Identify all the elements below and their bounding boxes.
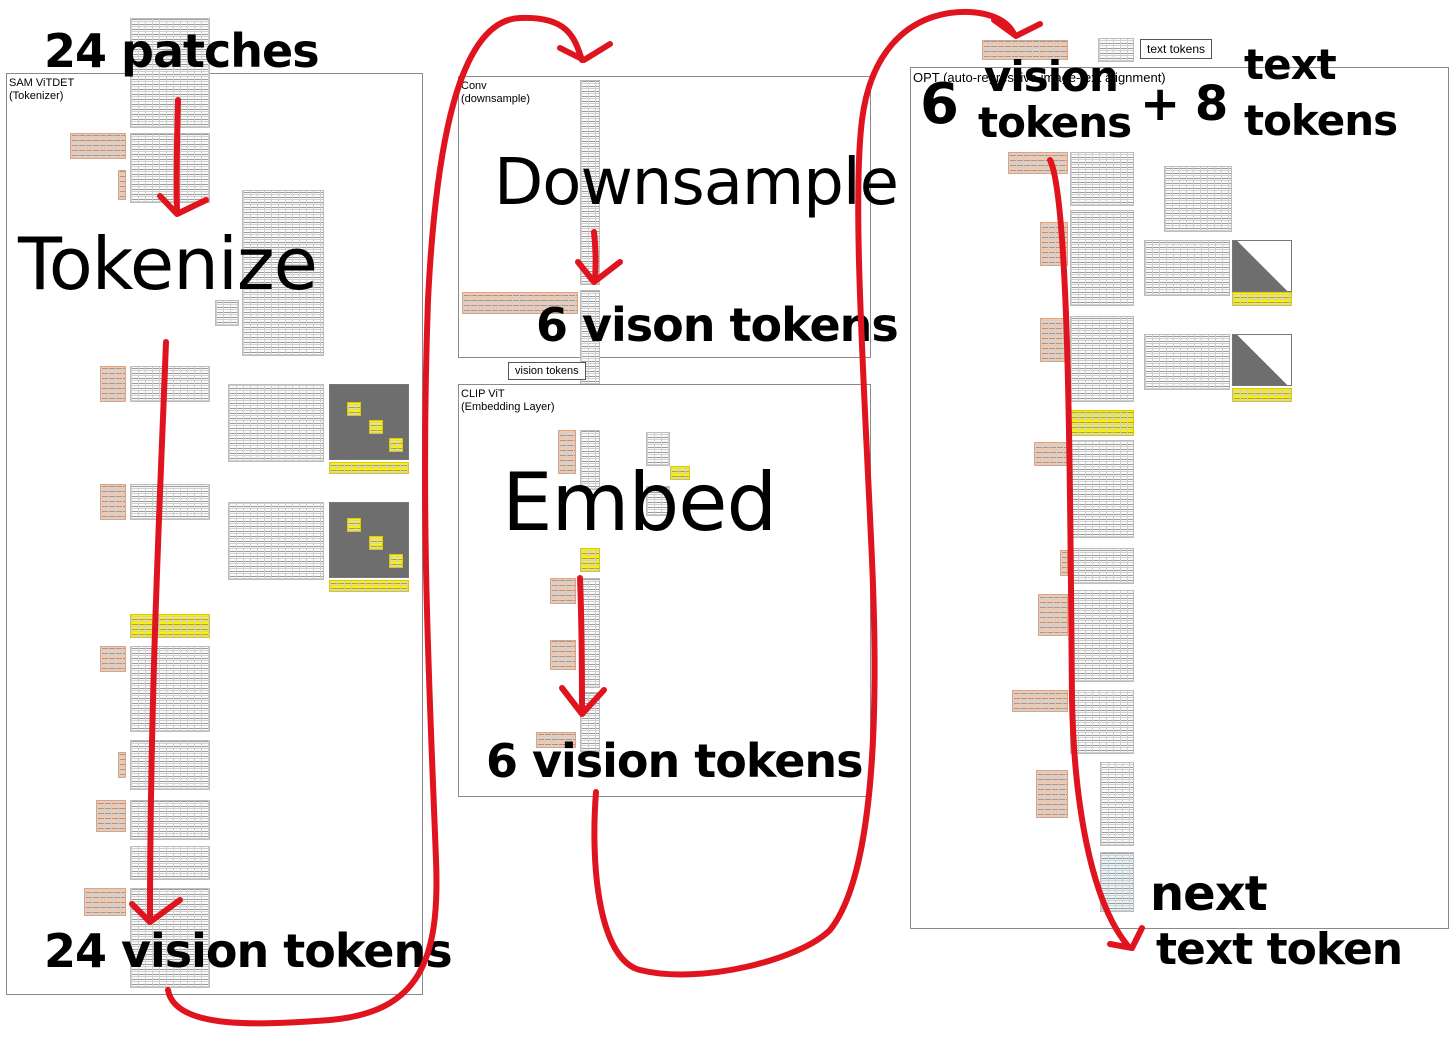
sam-mask-diag-2a (347, 518, 361, 532)
annotation-text-tokens: tokens (1244, 96, 1397, 145)
opt-causal-mask-2 (1232, 334, 1292, 386)
opt-mask-output-1 (1232, 292, 1292, 306)
sam-attn-grid-2 (130, 484, 210, 520)
annotation-next-text-token: text token (1156, 924, 1402, 975)
opt-mask-output-2 (1232, 388, 1292, 402)
sam-panel-title: SAM ViTDET (Tokenizer) (9, 77, 74, 103)
annotation-6-vison-tokens: 6 vison tokens (536, 298, 898, 352)
clip-embed-highlight (580, 548, 600, 572)
annotation-downsample: Downsample (494, 146, 898, 220)
sam-ffn-grid-3 (130, 800, 210, 840)
opt-ffn-weight-1 (1034, 442, 1068, 466)
opt-ffn-grid-4 (1070, 690, 1134, 754)
opt-highlight-block (1070, 410, 1134, 436)
opt-ffn-grid-2 (1070, 548, 1134, 584)
annotation-24-vision-tokens: 24 vision tokens (44, 924, 452, 978)
opt-ffn-grid-3 (1070, 590, 1134, 682)
sam-ffn-bias (118, 752, 126, 778)
sam-ffn-grid-1 (130, 646, 210, 732)
arrowhead-next-token (1110, 928, 1142, 948)
opt-qkv-grid-1 (1070, 210, 1134, 306)
opt-ffn-grid-1 (1070, 440, 1134, 538)
opt-score-grid-1 (1144, 240, 1230, 296)
sam-mask-diag-1c (389, 438, 403, 452)
sam-mask-output-1 (329, 462, 409, 474)
annotation-tokenize: Tokenize (18, 222, 317, 306)
sam-attn-weight-grid-1 (100, 366, 126, 402)
sam-weight-grid (70, 133, 126, 159)
sam-patch-grid (130, 133, 210, 203)
sam-out-weight (84, 888, 126, 916)
opt-qkv-weight-1 (1040, 222, 1068, 266)
annotation-opt-tokens: tokens (978, 98, 1131, 147)
sam-ffn-grid-2 (130, 740, 210, 790)
opt-qkv-weight-2 (1040, 318, 1068, 362)
opt-lm-head-grid (1100, 762, 1134, 846)
sam-mask-output-2 (329, 580, 409, 592)
opt-lm-head-weight (1036, 770, 1068, 818)
opt-input-orange (1008, 152, 1068, 174)
opt-qkv-grid-2 (1070, 316, 1134, 402)
sam-highlight-row (130, 614, 210, 638)
sam-mask-diag-2b (369, 536, 383, 550)
sam-qk-grid-1 (228, 384, 324, 462)
arrowhead-opt (994, 20, 1040, 36)
annotation-6-vision-tokens: 6 vision tokens (486, 734, 863, 788)
sam-mask-diag-1a (347, 402, 361, 416)
opt-logits-grid (1100, 852, 1134, 912)
conv-panel-title: Conv (downsample) (461, 80, 530, 106)
text-tokens-label: text tokens (1140, 39, 1212, 59)
annotation-text: text (1244, 40, 1336, 89)
arrowhead-conv (560, 44, 610, 60)
clip-ffn-weight-2 (550, 640, 576, 670)
opt-out-weight (1012, 690, 1068, 712)
annotation-opt-vision: vision (984, 52, 1118, 101)
sam-ffn-grid-4 (130, 846, 210, 880)
sam-ffn-weight-2 (96, 800, 126, 832)
annotation-next: next (1150, 866, 1267, 922)
annotation-embed: Embed (502, 456, 776, 549)
clip-panel-title: CLIP ViT (Embedding Layer) (461, 388, 555, 414)
vision-tokens-label: vision tokens (508, 362, 586, 380)
sam-mask-diag-2c (389, 554, 403, 568)
sam-attn-grid-1 (130, 366, 210, 402)
sam-ffn-weight-1 (100, 646, 126, 672)
annotation-opt-six: 6 (920, 72, 958, 137)
sam-attn-weight-grid-2 (100, 484, 126, 520)
sam-bias-grid (118, 170, 126, 200)
sam-qk-grid-2 (228, 502, 324, 580)
clip-ffn-weight-1 (550, 578, 576, 604)
clip-ffn-column-1 (580, 578, 600, 688)
opt-triangle-grid (1164, 166, 1232, 232)
opt-causal-mask-1 (1232, 240, 1292, 292)
sam-mask-diag-1b (369, 420, 383, 434)
annotation-plus-eight: + 8 (1140, 76, 1227, 132)
opt-ffn-weight-2 (1038, 594, 1068, 636)
annotation-24-patches: 24 patches (44, 24, 319, 78)
opt-score-grid-2 (1144, 334, 1230, 390)
opt-ffn-bias (1060, 550, 1068, 576)
opt-input-grid (1070, 152, 1134, 206)
